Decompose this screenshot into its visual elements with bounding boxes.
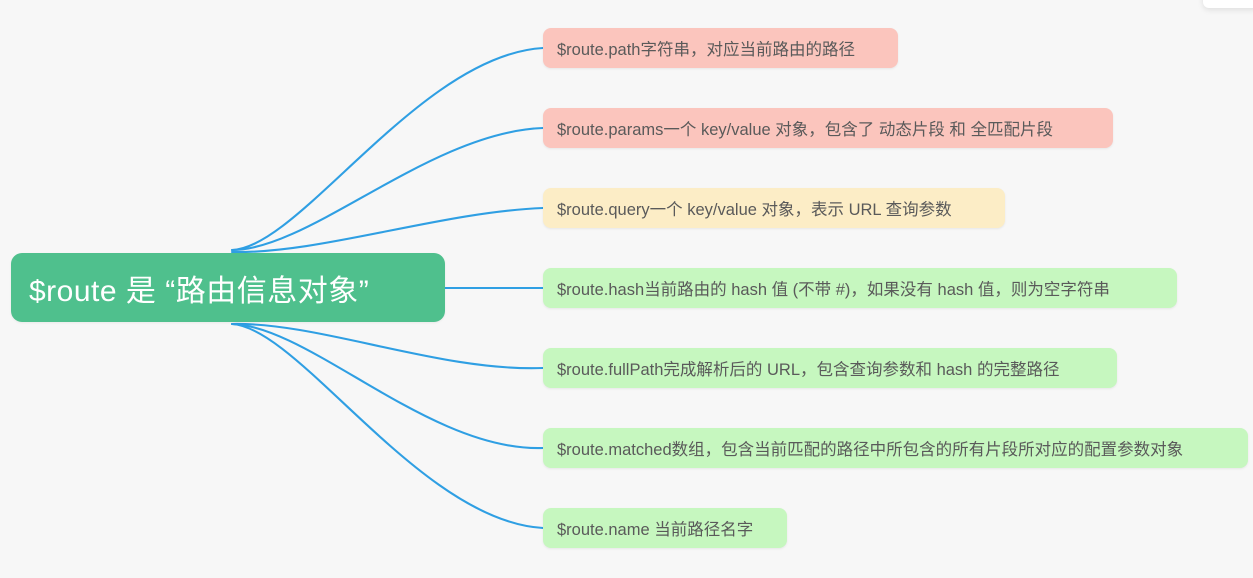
branch-node-matched[interactable]: $route.matched数组，包含当前匹配的路径中所包含的所有片段所对应的配… <box>543 428 1248 468</box>
edge-to-query <box>230 206 545 254</box>
root-node-label: $route 是 “路由信息对象” <box>29 274 370 308</box>
branch-node-label: $route.path字符串，对应当前路由的路径 <box>557 41 855 59</box>
root-node[interactable]: $route 是 “路由信息对象” <box>11 253 445 322</box>
branch-node-label: $route.fullPath完成解析后的 URL，包含查询参数和 hash 的… <box>557 361 1060 379</box>
branch-node-name[interactable]: $route.name 当前路径名字 <box>543 508 787 548</box>
edge-to-fullpath <box>230 322 545 370</box>
branch-node-label: $route.hash当前路由的 hash 值 (不带 #)，如果没有 hash… <box>557 281 1110 299</box>
floating-toolbar-panel[interactable] <box>1203 0 1253 8</box>
branch-node-params[interactable]: $route.params一个 key/value 对象，包含了 动态片段 和 … <box>543 108 1113 148</box>
branch-node-query[interactable]: $route.query一个 key/value 对象，表示 URL 查询参数 <box>543 188 1005 228</box>
branch-node-label: $route.params一个 key/value 对象，包含了 动态片段 和 … <box>557 121 1054 139</box>
branch-node-hash[interactable]: $route.hash当前路由的 hash 值 (不带 #)，如果没有 hash… <box>543 268 1177 308</box>
branch-node-label: $route.matched数组，包含当前匹配的路径中所包含的所有片段所对应的配… <box>557 441 1184 459</box>
edge-to-path <box>230 46 545 252</box>
branch-node-path[interactable]: $route.path字符串，对应当前路由的路径 <box>543 28 898 68</box>
edge-to-name <box>230 322 545 530</box>
edge-to-params <box>230 126 545 252</box>
branch-node-label: $route.name 当前路径名字 <box>557 521 754 539</box>
edge-to-matched <box>230 322 545 450</box>
branch-node-fullpath[interactable]: $route.fullPath完成解析后的 URL，包含查询参数和 hash 的… <box>543 348 1117 388</box>
branch-node-label: $route.query一个 key/value 对象，表示 URL 查询参数 <box>557 201 952 219</box>
